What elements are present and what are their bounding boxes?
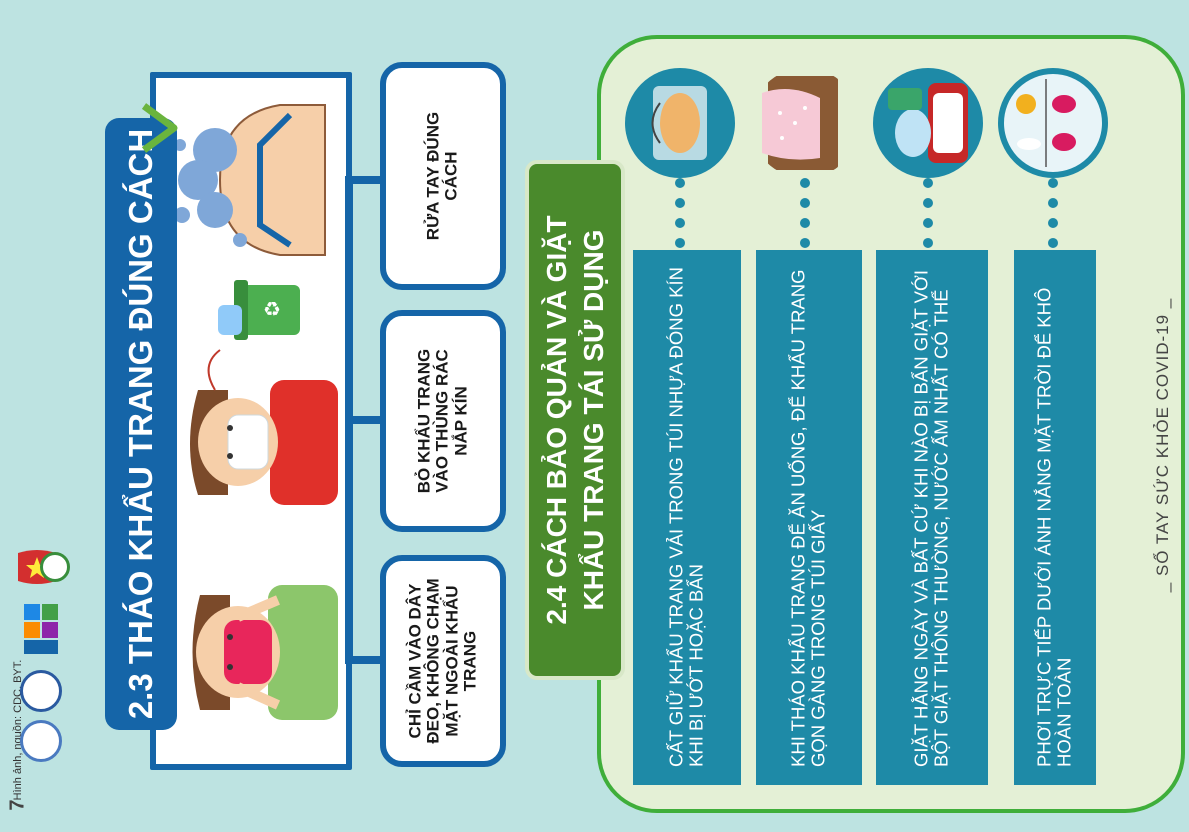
svg-text:♻: ♻: [263, 297, 281, 321]
step-box-hold-straps: [380, 555, 506, 767]
paper-bag-mask-icon: [750, 68, 860, 178]
step-box-wash-hands: [380, 62, 506, 290]
tip-text-paper-bag: KHI THÁO KHẨU TRANG ĐỂ ĂN UỐNG, ĐỂ KHẨU …: [787, 269, 829, 767]
tip-box-store-in-bag: [633, 250, 741, 785]
bagged-mask-icon: [625, 68, 735, 178]
step-caption-wash-hands: RỬA TAY ĐÚNG CÁCH: [423, 111, 461, 241]
section-23-title-banner: [105, 118, 177, 730]
tip-box-daily-wash: [876, 250, 988, 785]
hand-washing-illustration: [174, 104, 326, 256]
partner-logo-5: [40, 552, 70, 582]
mask-into-bin-illustration: ♻: [190, 280, 338, 505]
connector-tick: [345, 656, 387, 664]
step-box-discard-mask: [380, 310, 506, 532]
booklet-title: _ SỔ TAY SỨC KHỎE COVID-19 _: [1153, 297, 1172, 593]
page-number: 7: [6, 799, 29, 811]
tip-dotted-connector: [800, 178, 820, 248]
sun-drying-mask-icon: [998, 68, 1108, 178]
checkmark-icon: [141, 103, 178, 153]
connector-tick: [345, 416, 387, 424]
partner-logo-3: [22, 600, 62, 660]
section-24-title-line1: 2.4 CÁCH BẢO QUẢN VÀ GIẶT: [541, 215, 572, 625]
partner-logo-2: [20, 670, 62, 712]
step-caption-hold-straps: CHỈ CẦM VÀO DÂY ĐEO, KHÔNG CHẠM MẶT NGOÀ…: [405, 578, 480, 744]
washing-mask-icon: [873, 68, 983, 178]
section-24-title-line2: KHẨU TRANG TÁI SỬ DỤNG: [578, 229, 609, 611]
partner-logo-1: [20, 720, 62, 762]
tip-text-sun-dry: PHƠI TRỰC TIẾP DƯỚI ÁNH NẮNG MẶT TRỜI ĐỂ…: [1033, 287, 1075, 767]
tip-text-store-in-bag: CẤT GIỮ KHẨU TRANG VẢI TRONG TÚI NHỰA ĐÓ…: [665, 267, 707, 767]
tip-box-sun-dry: [1014, 250, 1096, 785]
step-caption-discard-mask: BỎ KHẨU TRANG VÀO THÙNG RÁC NẮP KÍN: [414, 348, 471, 494]
tip-text-daily-wash: GIẶT HẰNG NGÀY VÀ BẤT CỨ KHI NÀO BỊ BẨN …: [910, 269, 952, 767]
section-23-title: 2.3 THÁO KHẨU TRANG ĐÚNG CÁCH: [122, 128, 159, 720]
tip-dotted-connector: [923, 178, 943, 248]
tip-box-paper-bag: [756, 250, 862, 785]
section-24-title-banner: [525, 160, 625, 680]
tip-dotted-connector: [675, 178, 695, 248]
connector-tick: [345, 176, 387, 184]
person-holding-mask-straps-illustration: [192, 585, 338, 720]
tip-dotted-connector: [1048, 178, 1068, 248]
